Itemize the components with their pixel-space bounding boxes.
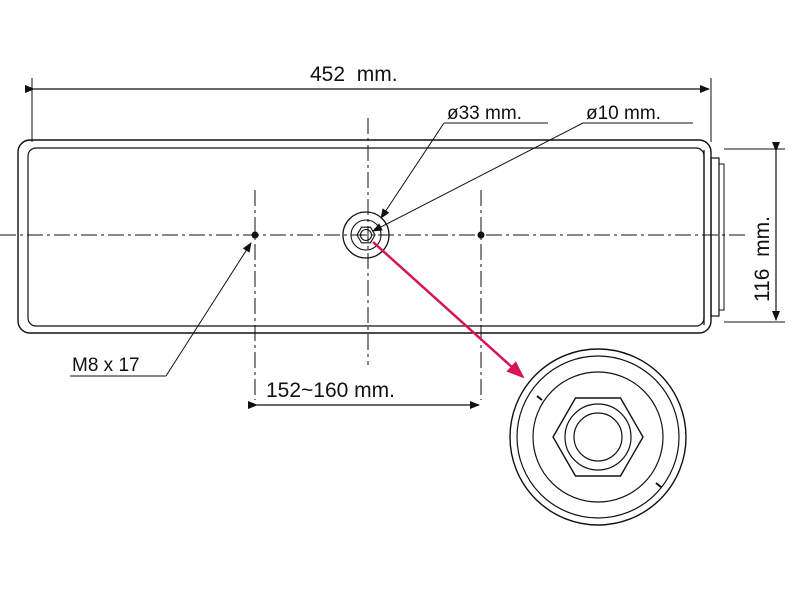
thread-callout: M8 x 17 [70,242,252,377]
detail-pointer-arrow [372,241,525,379]
outer-diameter-label: ø33 mm. [447,103,522,124]
center-lines [0,118,745,400]
outer-diameter-callout: ø33 mm. [380,103,548,219]
central-boss [342,211,390,259]
bolt-spacing-label: 152~160 mm. [266,379,395,402]
end-view-detail [509,348,687,526]
right-bolt-hole [477,231,485,239]
height-dimension: 116 mm. [724,142,785,323]
overall-length-label: 452 mm. [310,63,398,86]
bolt-spacing-dimension: 152~160 mm. [248,379,480,409]
left-bolt-hole [251,231,259,239]
cylinder-body [17,139,725,334]
height-label: 116 mm. [751,216,774,302]
hex-nut-detail [552,397,644,477]
thread-label: M8 x 17 [72,355,140,376]
overall-length-dimension: 452 mm. [25,63,712,142]
bore-diameter-callout: ø10 mm. [372,103,693,232]
bolt-holes [251,231,485,239]
bore-diameter-label: ø10 mm. [586,103,661,124]
